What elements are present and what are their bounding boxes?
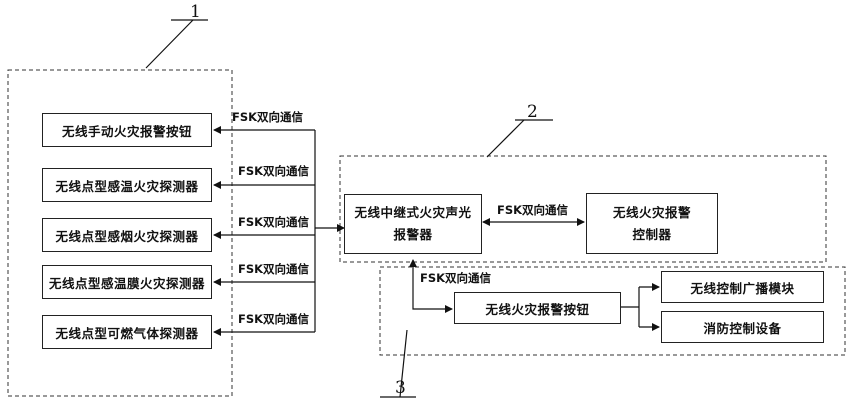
callout-2: 2 <box>527 102 538 122</box>
comm-label-4: FSK双向通信 <box>238 262 310 276</box>
detector-manual-button: 无线手动火灾报警按钮 <box>42 113 212 147</box>
callout-3: 3 <box>395 378 406 398</box>
comm-label-1: FSK双向通信 <box>232 110 304 124</box>
callout-2-leader <box>486 119 525 158</box>
group-1-frame <box>7 69 233 397</box>
alarm-controller-line2: 控制器 <box>632 226 672 242</box>
group-3-frame <box>379 266 846 356</box>
broadcast-module: 无线控制广播模块 <box>661 271 824 303</box>
detector-heat-film: 无线点型感温膜火灾探测器 <box>42 265 212 299</box>
comm-label-relay-button: FSK双向通信 <box>420 271 492 285</box>
relay-alarm-line2: 报警器 <box>393 227 433 242</box>
alarm-controller: 无线火灾报警 控制器 <box>586 193 718 254</box>
detector-smoke: 无线点型感烟火灾探测器 <box>42 218 212 252</box>
callout-3-leader <box>399 329 408 398</box>
link-relay-button <box>409 259 453 313</box>
relay-alarm: 无线中继式火灾声光 报警器 <box>344 194 482 254</box>
comm-label-2: FSK双向通信 <box>238 164 310 178</box>
callout-1-leader <box>145 19 194 69</box>
relay-alarm-line1: 无线中继式火灾声光 <box>354 205 472 220</box>
detector-heat: 无线点型感温火灾探测器 <box>42 168 212 202</box>
comm-label-5: FSK双向通信 <box>238 312 310 326</box>
wireless-alarm-button: 无线火灾报警按钮 <box>454 292 621 324</box>
group-2-frame <box>339 155 827 263</box>
alarm-controller-line1: 无线火灾报警 <box>612 204 691 220</box>
comm-label-relay-controller: FSK双向通信 <box>497 203 569 217</box>
callout-1: 1 <box>190 2 201 22</box>
comm-label-3: FSK双向通信 <box>238 215 310 229</box>
detector-combustible-gas: 无线点型可燃气体探测器 <box>42 315 212 349</box>
fire-control-equipment: 消防控制设备 <box>661 311 824 343</box>
